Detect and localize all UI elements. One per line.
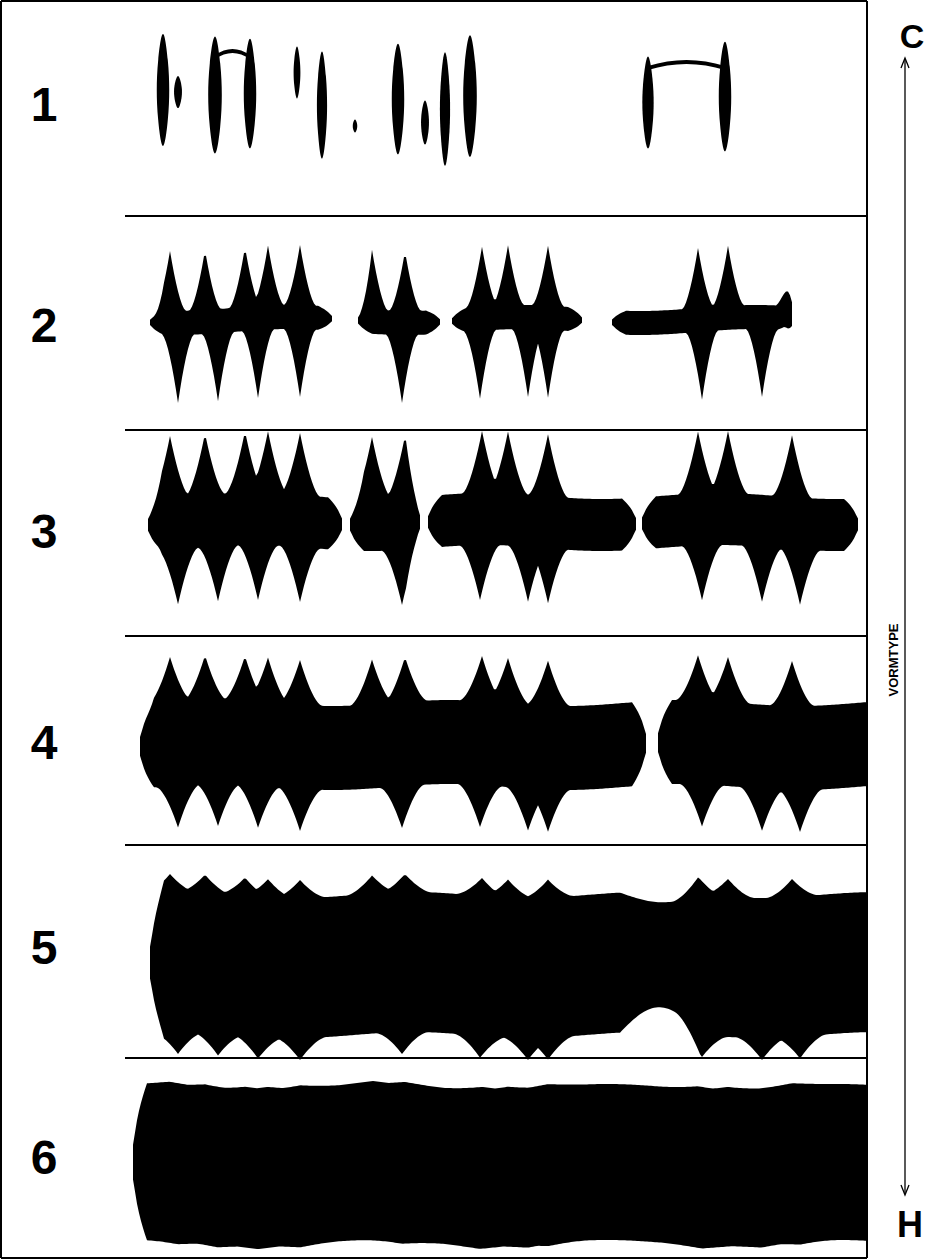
- silhouette-shape: [642, 431, 858, 605]
- label-holder: C: [900, 19, 925, 53]
- morphology-silhouettes: [133, 34, 868, 1249]
- panel-number: 4: [31, 719, 58, 767]
- spindle-shape: [642, 57, 653, 149]
- silhouette-shape: [658, 655, 866, 832]
- spindle-shape: [294, 47, 301, 99]
- silhouette-shape: [428, 431, 636, 603]
- silhouette-shape: [140, 656, 646, 832]
- scale-arrow: [901, 58, 909, 1195]
- label-holder: 4: [31, 719, 58, 767]
- silhouette-shape: [612, 246, 792, 400]
- label-holder: H: [897, 1207, 923, 1243]
- label-holder: 5: [31, 924, 58, 972]
- axis-end-label: C: [900, 19, 925, 53]
- silhouette-shape: [350, 437, 420, 605]
- panel-frame: [1, 1, 867, 1258]
- silhouette-shape: [150, 874, 868, 1060]
- label-holder: 6: [31, 1134, 58, 1182]
- spindle-shape: [421, 101, 429, 145]
- axis-end-label: H: [897, 1207, 923, 1243]
- label-holder: 3: [31, 508, 58, 556]
- spindle-shape: [353, 120, 358, 133]
- silhouette-shape: [148, 431, 342, 604]
- spindle-shape: [463, 35, 477, 157]
- silhouette-shape: [452, 245, 582, 399]
- bridge-shape: [648, 60, 725, 70]
- spindle-shape: [157, 34, 169, 146]
- label-holder: 2: [31, 302, 58, 350]
- panel-number: 2: [31, 302, 58, 350]
- spindle-shape: [317, 51, 327, 158]
- spindle-shape: [174, 76, 182, 108]
- panel-number: 6: [31, 1134, 58, 1182]
- axis-title: VORMTYPE: [887, 621, 900, 700]
- silhouette-shape: [133, 1081, 867, 1249]
- panel-number: 5: [31, 924, 58, 972]
- panel-number: 1: [31, 81, 58, 129]
- spindle-shape: [719, 42, 731, 152]
- silhouette-shape: [150, 245, 332, 403]
- silhouette-shape: [358, 250, 440, 403]
- label-holder: 1: [31, 81, 58, 129]
- spindle-shape: [440, 52, 450, 166]
- spindle-shape: [392, 44, 404, 154]
- bridge-shape: [215, 49, 250, 59]
- panel-number: 3: [31, 508, 58, 556]
- label-holder: VORMTYPE: [884, 621, 902, 700]
